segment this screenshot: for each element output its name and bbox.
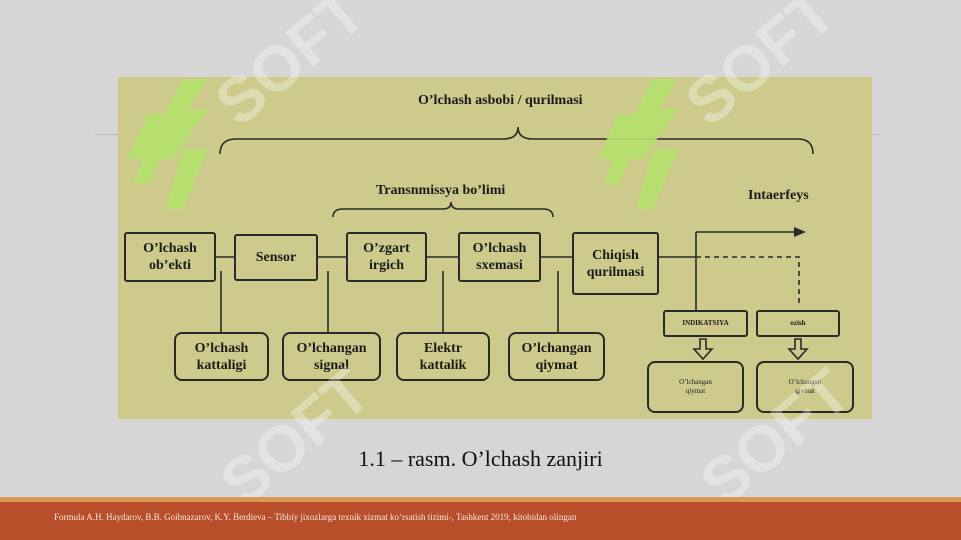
footer-bar: Formula A.H. Haydarov, B.B. Goibnazarov,… <box>0 502 961 540</box>
footer-stripe <box>0 497 961 502</box>
box-measurement-circuit: O’lchash sxemasi <box>458 232 541 282</box>
title-interface: Intaerfeys <box>748 188 809 203</box>
box-measured-quantity: O’lchash kattaligi <box>174 332 269 381</box>
figure-caption: 1.1 – rasm. O’lchash zanjiri <box>358 446 603 471</box>
title-device: O’lchash asbobi / qurilmasi <box>418 93 583 108</box>
title-transmission: Transnmissya bo’limi <box>376 183 506 198</box>
box-output-device: Chiqish qurilmasi <box>572 232 659 295</box>
box-measurement-object: O’lchash ob’ekti <box>124 232 216 282</box>
box-interface-output-1: O’lchangan qiymat <box>647 361 744 413</box>
box-indication: INDIKATSIYA <box>663 310 748 337</box>
box-measured-signal: O’lchangan signal <box>282 332 381 381</box>
footer-citation: Formula A.H. Haydarov, B.B. Goibnazarov,… <box>54 512 577 522</box>
box-measured-value: O’lchangan qiymat <box>508 332 605 381</box>
box-converter: O’zgart irgich <box>346 232 427 282</box>
measurement-chain-diagram: O’lchash asbobi / qurilmasi Transnmissya… <box>118 77 872 419</box>
diagram-connectors <box>216 126 814 361</box>
box-electric-quantity: Elektr kattalik <box>396 332 490 381</box>
box-interface-output-2: O’lchangan qiymat <box>756 361 854 413</box>
box-recording: ozish <box>756 310 840 337</box>
box-sensor: Sensor <box>234 234 318 281</box>
